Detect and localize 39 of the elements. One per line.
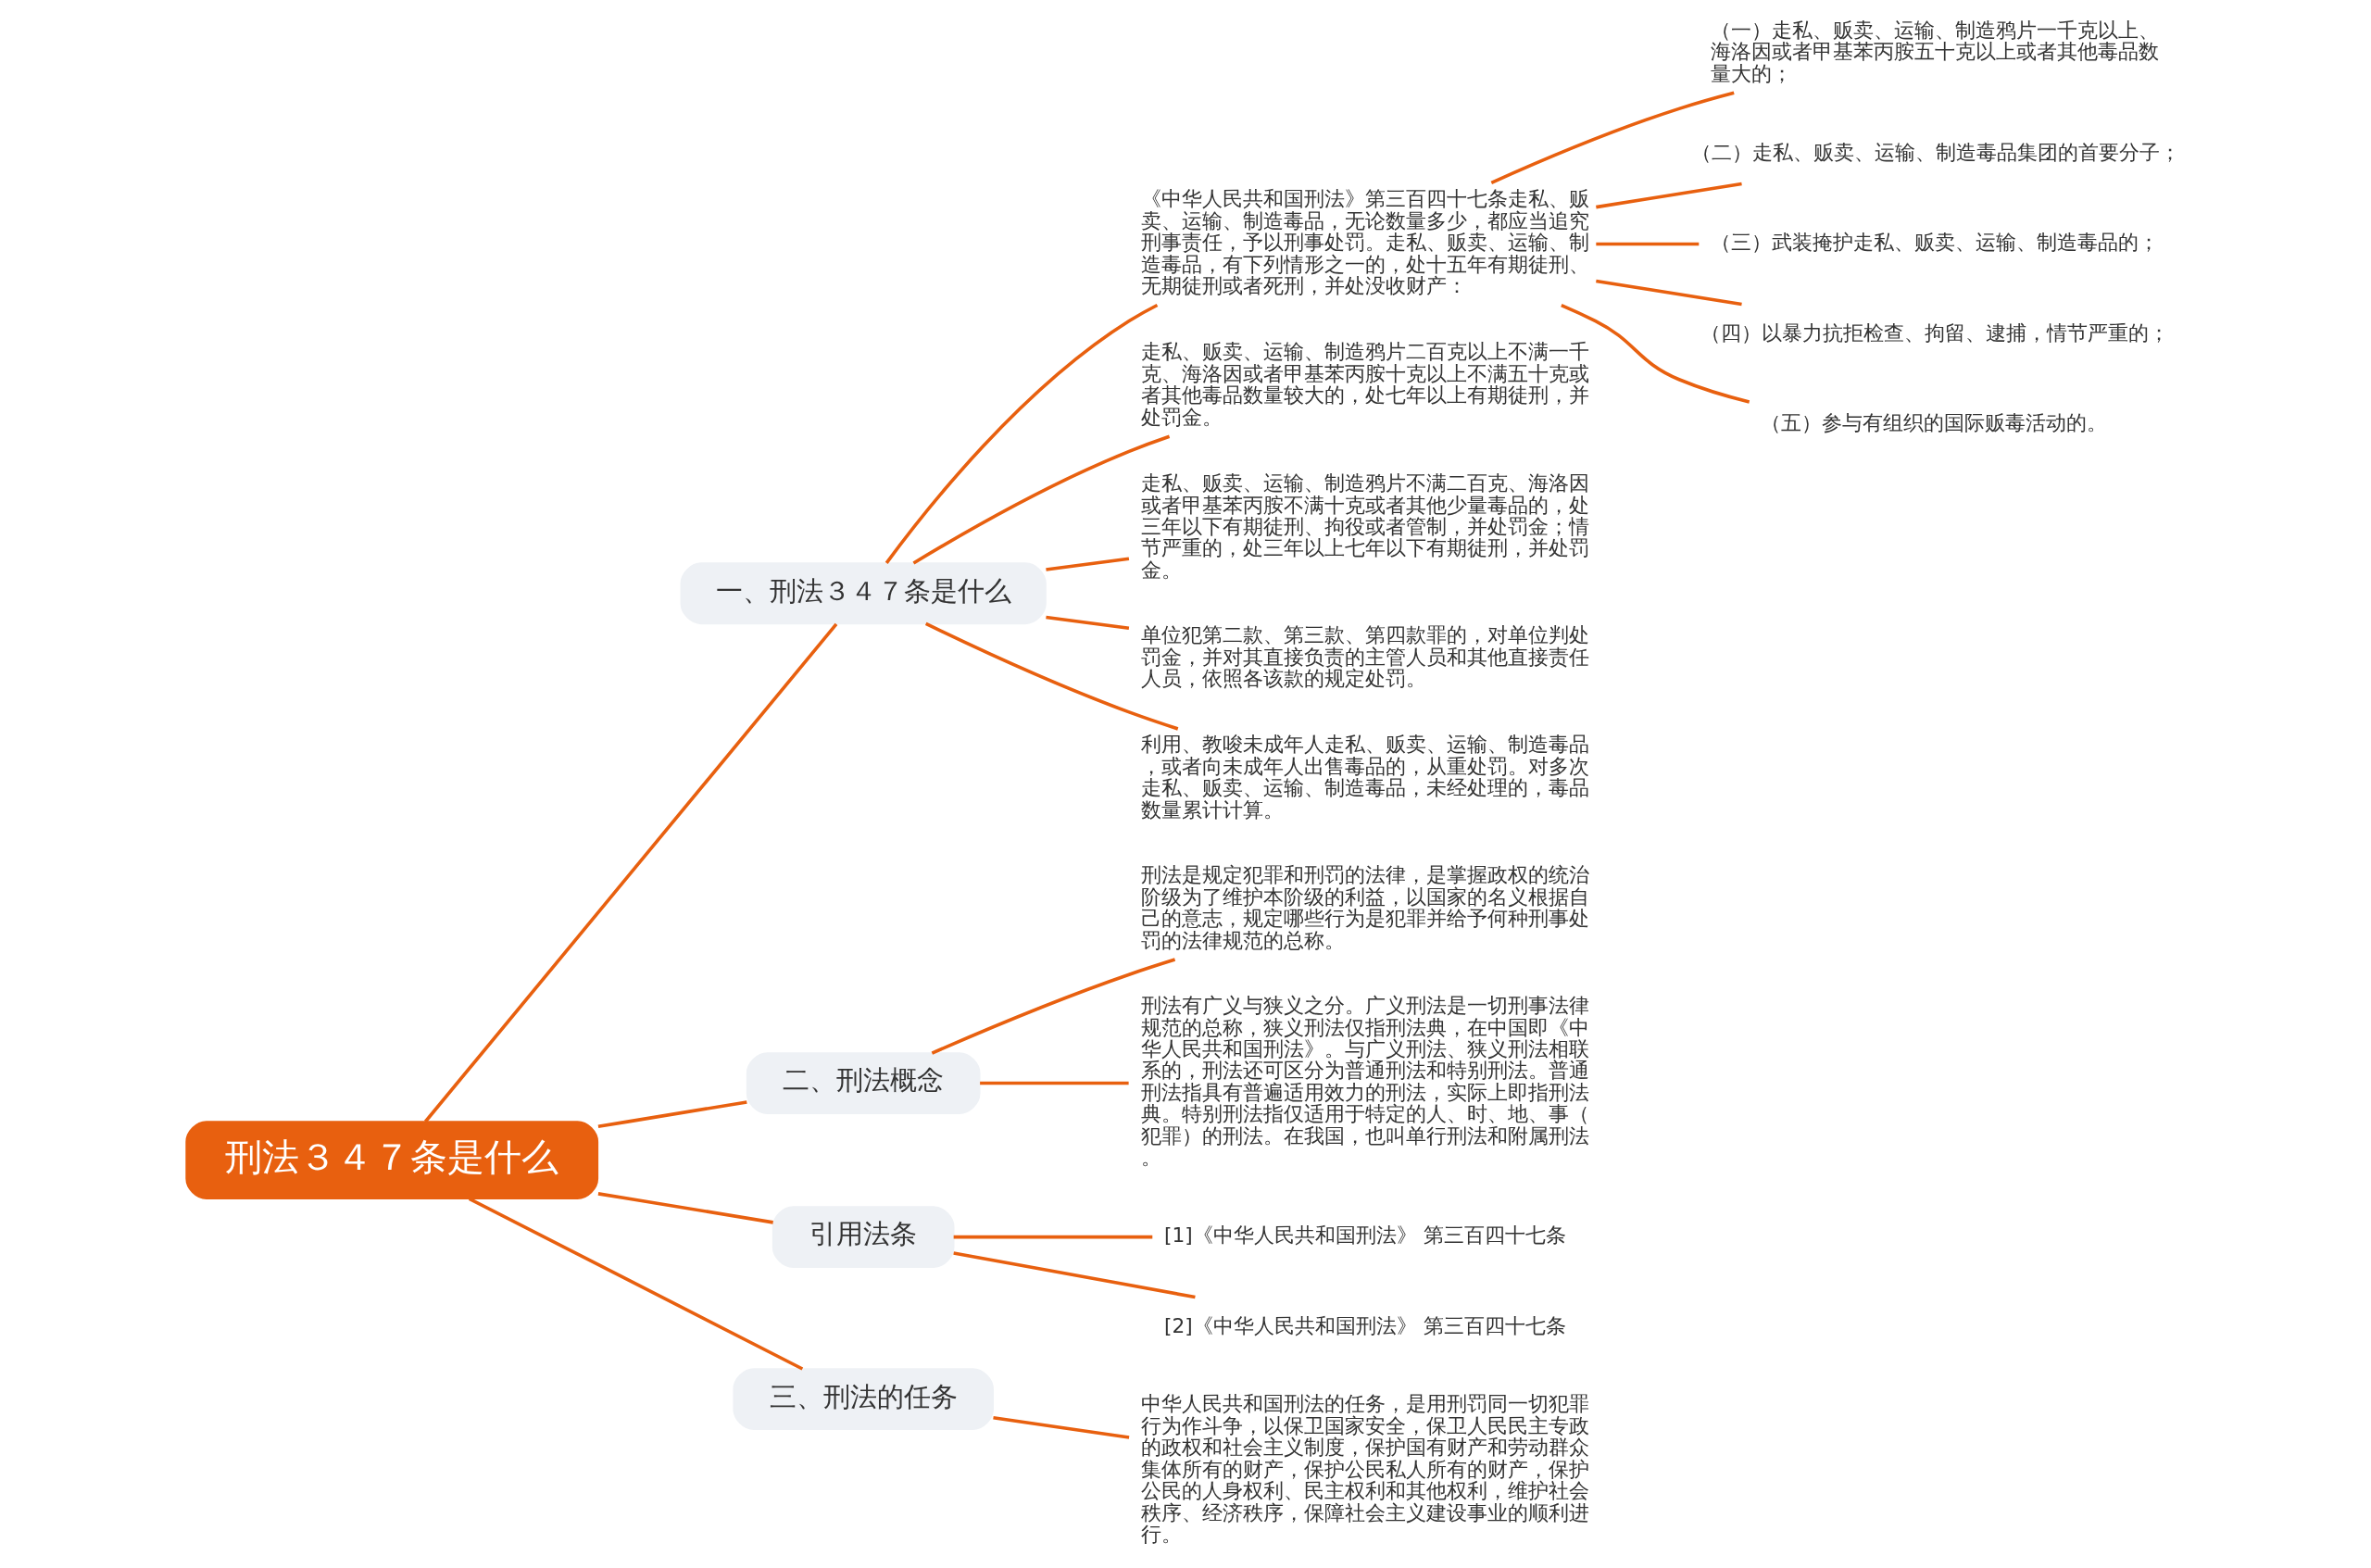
node-text: 利用、教唆未成年人走私、贩卖、运输、制造毒品，或者向未成年人出售毒品的，从重处罚。对多次走私、贩卖、运输、制造毒品，未经处理的，毒品数量累计计算。: [1140, 733, 1589, 822]
connector: [597, 1192, 773, 1224]
connector: [468, 1197, 803, 1371]
node-text: 走私、贩卖、运输、制造鸦片二百克以上不满一千克、海洛因或者甲基苯丙胺十克以上不满五十克或者其他毒品数量较大的，处七年以上有期徒刑，并处罚金。: [1140, 340, 1589, 429]
node-text: （二）走私、贩卖、运输、制造毒品集团的首要分子；: [1690, 140, 2180, 164]
node-box: 三、刑法的任务: [732, 1368, 994, 1431]
connector: [1045, 557, 1129, 571]
connector: [1595, 182, 1742, 209]
connector: [924, 621, 1178, 731]
connector: [597, 1100, 747, 1129]
connector: [1045, 615, 1129, 631]
node-text: [2]《中华人民共和国刑法》 第三百四十七条: [1163, 1313, 1566, 1337]
connector: [884, 303, 1158, 564]
connector: [1490, 91, 1735, 184]
connector: [953, 1235, 1152, 1239]
connector: [952, 1251, 1196, 1299]
connector: [979, 1081, 1129, 1085]
node-text: 中华人民共和国刑法的任务，是用刑罚同一切犯罪行为作斗争，以保卫国家安全，保卫人民民主专政的政权和社会主义制度，保护国有财产和劳动群众集体所有的财产，保护公民私人所有的财产，保护公民的人身权利、民主权利和其他权利，维护社会秩序、经济秩序，保障社会主义建设事业的顺利进行。: [1140, 1392, 1589, 1547]
node-text: 《中华人民共和国刑法》第三百四十七条走私、贩卖、运输、制造毒品，无论数量多少，都应当追究刑事责任，予以刑事处罚。走私、贩卖、运输、制造毒品，有下列情形之一的，处十五年有期徒刑、无期徒刑或者死刑，并处没收财产：: [1140, 187, 1589, 298]
connector: [992, 1415, 1129, 1439]
node-text: 走私、贩卖、运输、制造鸦片不满二百克、海洛因或者甲基苯丙胺不满十克或者其他少量毒品的，处三年以下有期徒刑、拘役或者管制，并处罚金；情节严重的，处三年以上七年以下有期徒刑，并处罚金。: [1140, 471, 1589, 582]
node-box: 刑法３４７条是什么: [184, 1121, 598, 1199]
connector: [931, 958, 1175, 1055]
node-text: 刑法是规定犯罪和刑罚的法律，是掌握政权的统治阶级为了维护本阶级的利益，以国家的名义根据自己的意志，规定哪些行为是犯罪并给予何种刑事处罚的法律规范的总称。: [1140, 863, 1589, 952]
connector: [1595, 242, 1699, 246]
node-text: 单位犯第二款、第三款、第四款罪的，对单位判处罚金，并对其直接负责的主管人员和其他直接责任人员，依照各该款的规定处罚。: [1140, 623, 1589, 691]
node-text: （一）走私、贩卖、运输、制造鸦片一千克以上、海洛因或者甲基苯丙胺五十克以上或者其他毒品数量大的；: [1710, 18, 2159, 85]
node-text: 刑法有广义与狭义之分。广义刑法是一切刑事法律规范的总称，狭义刑法仅指刑法典，在中国即《中华人民共和国刑法》。与广义刑法、狭义刑法相联系的，刑法还可区分为普通刑法和特别刑法。普通刑法指具有普遍适用效力的刑法，实际上即指刑法典。特别刑法指仅适用于特定的人、时、地、事（犯罪）的刑法。在我国，也叫单行刑法和附属刑法。: [1140, 994, 1589, 1170]
node-text: （五）参与有组织的国际贩毒活动的。: [1760, 411, 2107, 435]
node-box: 二、刑法概念: [746, 1052, 980, 1114]
node-text: [1]《中华人民共和国刑法》 第三百四十七条: [1163, 1223, 1566, 1248]
node-text: （四）以暴力抗拒检查、拘留、逮捕，情节严重的；: [1700, 320, 2169, 345]
node-box: 一、刑法３４７条是什么: [680, 562, 1047, 625]
connector: [423, 622, 837, 1123]
connector: [1595, 279, 1742, 307]
node-box: 引用法条: [772, 1206, 955, 1268]
connector: [912, 434, 1170, 565]
node-text: （三）武装掩护走私、贩卖、运输、制造毒品的；: [1710, 231, 2159, 255]
connector: [1560, 303, 1750, 404]
